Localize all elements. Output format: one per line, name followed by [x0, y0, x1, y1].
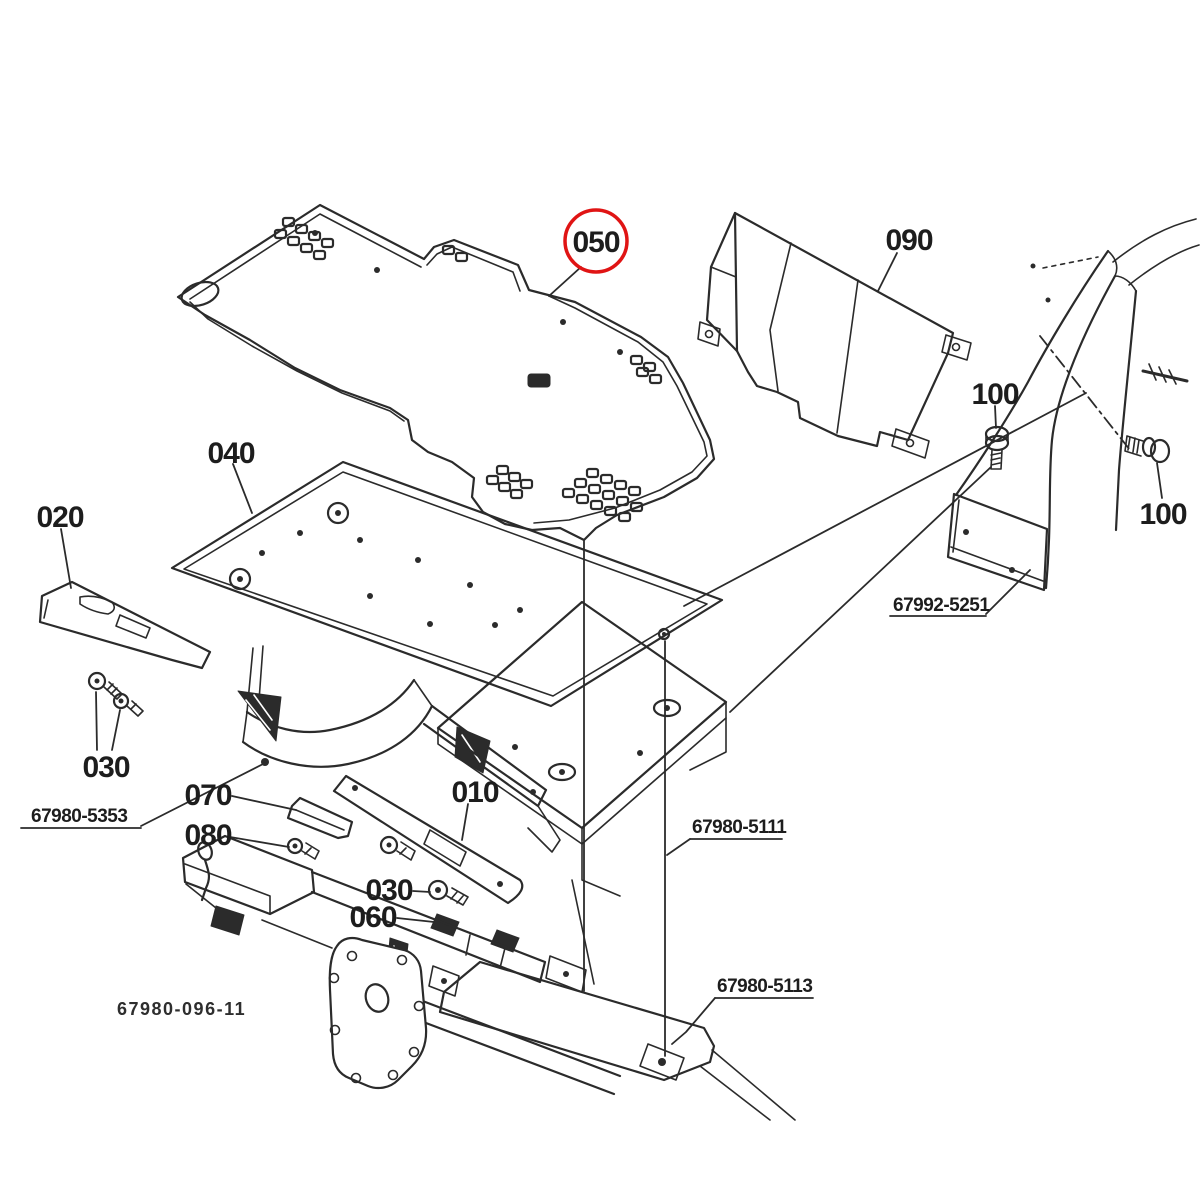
part-number-67980-5111: 67980-5111	[692, 817, 787, 838]
bracket-010	[332, 774, 524, 905]
leader-060	[396, 917, 435, 923]
bolt-100-upper	[984, 425, 1010, 470]
leader-5353	[140, 762, 266, 827]
callout-070: 070	[184, 779, 231, 812]
case-center-hole	[364, 983, 390, 1013]
bolt-100-right	[1124, 435, 1171, 464]
callout-030-middle: 030	[365, 874, 412, 907]
bolts-030-left	[87, 671, 144, 717]
bolt-unlabeled	[379, 835, 416, 861]
lower-plate-outline	[438, 960, 716, 1082]
part-number-67980-5353: 67980-5353	[31, 806, 127, 827]
drawing-code: 67980-096-11	[117, 999, 246, 1019]
support-plate-040	[170, 460, 724, 708]
mat-grip-texture	[273, 216, 663, 523]
floor-mat-050	[176, 203, 716, 542]
fender-mount-line	[683, 392, 1087, 607]
leader-100-right	[1156, 462, 1163, 499]
callout-050: 050	[572, 226, 619, 259]
bolt-head	[112, 692, 130, 710]
bolt-080	[286, 837, 320, 860]
highlight-circle-050	[563, 208, 629, 274]
bolt-030-middle	[427, 879, 469, 906]
mount-pad	[639, 1043, 685, 1081]
frame-rail-lower	[416, 998, 622, 1096]
transmission-case	[328, 936, 428, 1090]
leader-100-upper	[994, 405, 997, 429]
leader-030-middle	[412, 890, 431, 893]
leader-030-left	[95, 691, 121, 751]
callout-100-upper: 100	[971, 378, 1018, 411]
break-line	[1141, 369, 1189, 383]
fender-67992-5251	[946, 218, 1200, 592]
cover-main-face	[733, 211, 955, 448]
plate-outline	[170, 460, 724, 708]
mounting-lines	[583, 392, 1087, 1057]
callout-010: 010	[451, 776, 498, 809]
bracket-070	[286, 796, 354, 840]
frame-rail-upper	[310, 870, 547, 984]
fender-arch	[1044, 274, 1117, 590]
mat-inner-border-top	[189, 213, 422, 300]
bolt-head	[87, 671, 107, 691]
part-number-67992-5251: 67992-5251	[893, 595, 990, 616]
grip-pad	[490, 929, 520, 953]
leader-5251	[985, 569, 1031, 615]
callout-100-right: 100	[1139, 498, 1186, 531]
strip-outline	[38, 580, 212, 670]
callout-040: 040	[207, 437, 254, 470]
mat-corner-hole	[180, 280, 220, 308]
cover-top-face	[705, 211, 739, 353]
bolt-axis-line	[729, 466, 992, 713]
small-bracket	[428, 965, 460, 997]
callout-080: 080	[184, 819, 231, 852]
grip-pad	[430, 913, 460, 937]
callout-060: 060	[349, 901, 396, 934]
bolt-head	[379, 835, 399, 855]
fender-top-extension	[1112, 218, 1200, 286]
part-number-67980-5113: 67980-5113	[717, 976, 812, 997]
footplate-lower-curve	[241, 704, 434, 768]
plate-inner-border	[183, 471, 708, 697]
frame-assembly-67980-5111	[181, 834, 622, 1096]
callout-030-left: 030	[82, 751, 129, 784]
bolt-head	[427, 879, 449, 901]
footstep-bracket-67980-5353	[237, 645, 561, 853]
callout-020: 020	[36, 501, 83, 534]
leader-lines	[20, 252, 1163, 1045]
cover-tab-right	[941, 334, 972, 361]
callout-090: 090	[885, 224, 932, 257]
mat-slot	[527, 373, 551, 388]
bar-outline	[332, 774, 524, 905]
cover-facets	[710, 242, 859, 434]
leader-080	[229, 836, 290, 848]
lower-frame-67980-5113	[438, 960, 796, 1121]
fender-right-edge	[1114, 289, 1138, 532]
fender-outer-edge	[954, 249, 1110, 497]
leader-5111	[666, 838, 691, 856]
labels: 050 090 100 100 040 020 030 070 080 010 …	[31, 224, 1188, 1019]
leader-050	[548, 266, 582, 297]
mat-outline	[176, 203, 716, 542]
leader-020	[60, 528, 72, 589]
leader-5113	[671, 997, 716, 1045]
step-strip-020	[38, 580, 212, 670]
cover-tab-left	[697, 321, 721, 347]
mat-inner-border-notch	[426, 246, 521, 292]
leader-010	[461, 803, 469, 841]
mud-flap	[946, 492, 1049, 592]
bumper-pad	[210, 905, 245, 936]
leader-090	[877, 252, 898, 292]
mat-inner-border-bottom	[189, 301, 405, 422]
leader-070	[231, 795, 297, 811]
leader-040	[232, 463, 253, 514]
cover-090	[697, 211, 972, 459]
mat-inner-border-right	[533, 295, 708, 524]
knob-lever	[197, 841, 213, 902]
knob	[197, 841, 213, 861]
cover-tab-bottom	[891, 428, 930, 459]
